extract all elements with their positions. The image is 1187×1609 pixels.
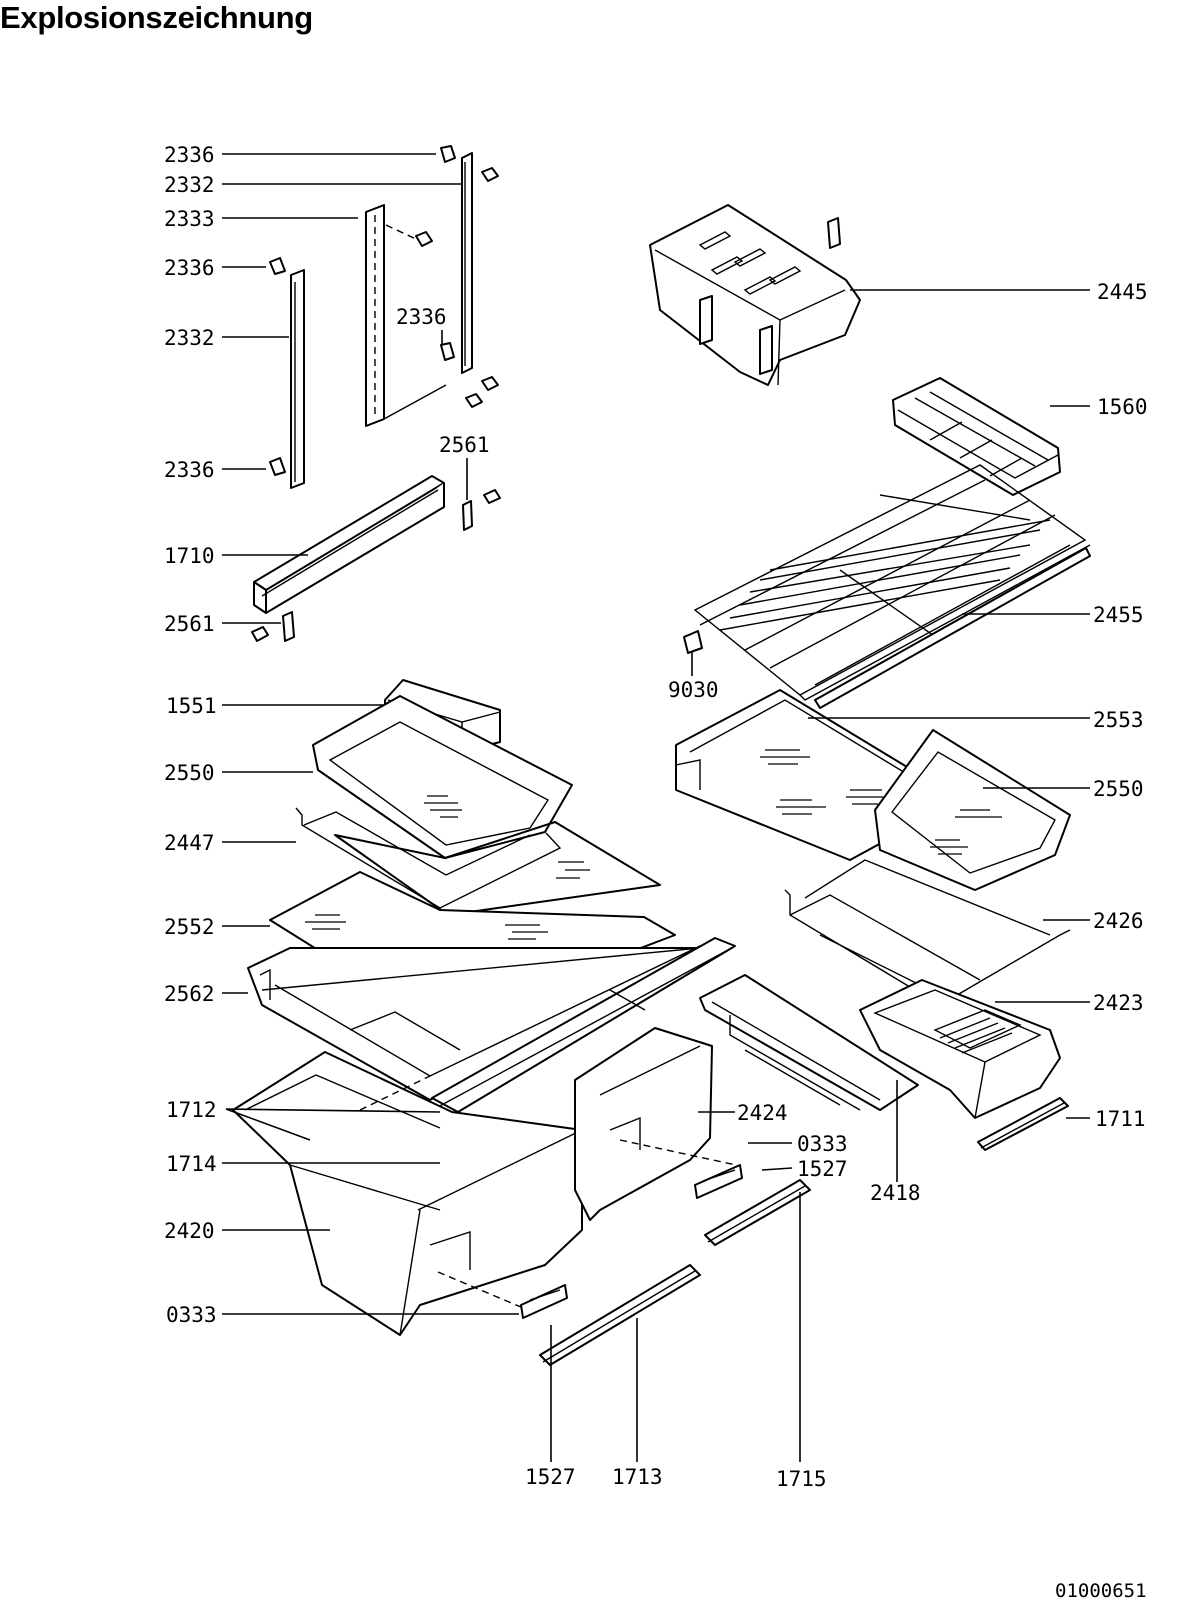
- callout-9030: 9030: [668, 678, 719, 702]
- shelf-rail-1710: [251, 475, 501, 642]
- callout-2553: 2553: [1093, 708, 1144, 732]
- handle-1711: [977, 1097, 1069, 1151]
- callout-1527-b: 1527: [797, 1157, 848, 1181]
- callout-1551: 1551: [166, 694, 217, 718]
- callout-2418: 2418: [870, 1181, 921, 1205]
- handle-1713: [539, 1264, 701, 1366]
- callout-2333: 2333: [164, 207, 215, 231]
- leader-lines: [222, 153, 1090, 1462]
- callout-1712: 1712: [166, 1098, 217, 1122]
- ice-tray-holder-2445: [649, 204, 861, 386]
- callout-2447: 2447: [164, 831, 215, 855]
- callout-2332-a: 2332: [164, 173, 215, 197]
- shelf-2550-right: [874, 729, 1071, 891]
- rail-2332-left: [269, 257, 305, 489]
- crisper-cover-2562: [247, 937, 736, 1113]
- frame-2447: [295, 807, 562, 909]
- page-title: Explosionszeichnung: [0, 0, 313, 35]
- frame-2426: [784, 859, 1071, 1006]
- callout-1715: 1715: [776, 1467, 827, 1491]
- rail-2333: [365, 204, 483, 427]
- drawer-2423: [859, 979, 1061, 1119]
- ice-tray-1560: [892, 377, 1061, 496]
- callout-0333-a: 0333: [166, 1303, 217, 1327]
- cover-2418: [699, 974, 919, 1111]
- callout-2550-a: 2550: [164, 761, 215, 785]
- callout-2420: 2420: [164, 1219, 215, 1243]
- callout-1527-a: 1527: [525, 1465, 576, 1489]
- callout-2455: 2455: [1093, 603, 1144, 627]
- callout-2336-a: 2336: [164, 143, 215, 167]
- callout-2562: 2562: [164, 982, 215, 1006]
- callout-2426: 2426: [1093, 909, 1144, 933]
- rail-2332-right: [440, 145, 499, 391]
- drawer-2420: [232, 1051, 583, 1336]
- drawing-number: 01000651: [1055, 1580, 1147, 1602]
- handle-1715: [704, 1179, 811, 1246]
- callout-2332-b: 2332: [164, 326, 215, 350]
- clip-0333-a: [520, 1284, 568, 1319]
- callout-2561-b: 2561: [164, 612, 215, 636]
- callout-0333-b: 0333: [797, 1132, 848, 1156]
- callout-2423: 2423: [1093, 991, 1144, 1015]
- clip-0333-b: [694, 1164, 743, 1199]
- callout-1713: 1713: [612, 1465, 663, 1489]
- callout-2336-b: 2336: [164, 256, 215, 280]
- callout-2561-a: 2561: [439, 433, 490, 457]
- shelf-2550-left: [312, 695, 573, 859]
- callout-1710: 1710: [164, 544, 215, 568]
- callout-2445: 2445: [1097, 280, 1148, 304]
- callout-1711: 1711: [1095, 1107, 1146, 1131]
- callout-2552: 2552: [164, 915, 215, 939]
- callout-2336-c: 2336: [396, 305, 447, 329]
- callout-2424: 2424: [737, 1101, 788, 1125]
- callout-1714: 1714: [166, 1152, 217, 1176]
- wire-shelf-2455: [683, 464, 1091, 709]
- callout-2336-d: 2336: [164, 458, 215, 482]
- callout-2550-b: 2550: [1093, 777, 1144, 801]
- drawer-2424: [574, 1027, 713, 1221]
- callout-1560: 1560: [1097, 395, 1148, 419]
